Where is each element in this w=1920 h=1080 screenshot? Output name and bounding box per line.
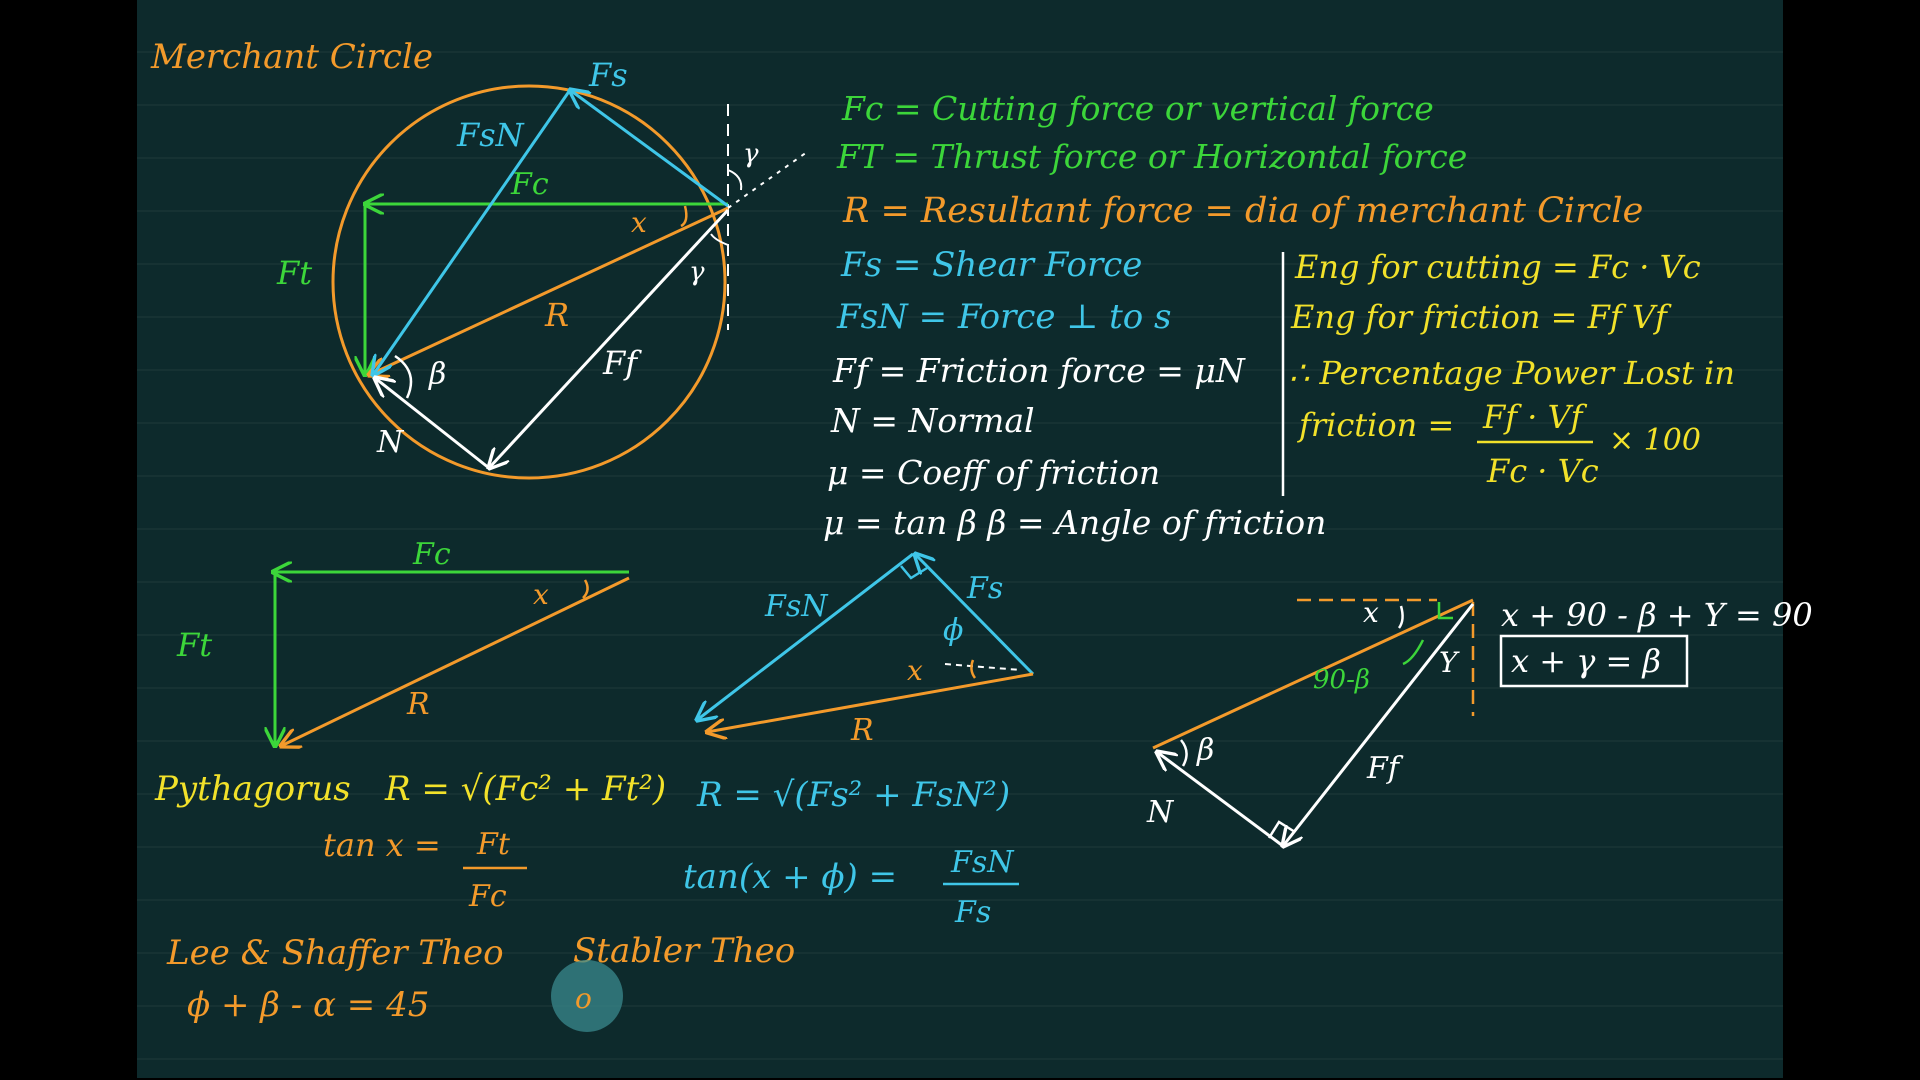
tri2-right-angle xyxy=(900,565,928,580)
tri2-fsn xyxy=(697,552,914,720)
cursor-mark: o xyxy=(575,982,592,1015)
theories: Lee & Shaffer Theo ϕ + β - α = 45 Stable… xyxy=(166,931,795,1025)
gamma-arc-top xyxy=(727,169,743,191)
def-ft: FT = Thrust force or Horizontal force xyxy=(836,137,1467,176)
tri2-tan-lhs: tan(x + ϕ) = xyxy=(683,857,897,897)
tri3-ninety-beta-arc xyxy=(1402,639,1425,666)
pen-cursor: o xyxy=(551,960,623,1032)
energy-block: Eng for cutting = Fc · Vc Eng for fricti… xyxy=(1281,248,1735,496)
r-vector xyxy=(369,206,729,375)
energy-times: × 100 xyxy=(1609,423,1701,458)
tri3-ff xyxy=(1283,603,1475,846)
energy-percent: ∴ Percentage Power Lost in xyxy=(1289,354,1735,392)
tri2-tan-num: FsN xyxy=(950,845,1015,880)
tri1-alpha-arc xyxy=(582,579,589,599)
label-gamma-top: γ xyxy=(743,139,759,169)
def-n: N = Normal xyxy=(830,401,1035,440)
tri1-label-r: R xyxy=(406,687,430,722)
force-triangle-2: FsN Fs ϕ x R R = √(Fs² + FsN²) tan(x + ϕ… xyxy=(683,552,1035,930)
fs-vector xyxy=(570,90,729,208)
ff-vector xyxy=(489,208,730,468)
energy-cutting: Eng for cutting = Fc · Vc xyxy=(1294,248,1701,286)
diagram-canvas: Merchant Circle Fs FsN Fc Ft R Ff N β x … xyxy=(150,37,1813,1032)
tri3-eq1: x + 90 - β + Y = 90 xyxy=(1501,596,1813,634)
label-beta: β xyxy=(428,357,446,392)
tri2-label-fsn: FsN xyxy=(764,589,829,624)
beta-arc xyxy=(394,354,413,399)
tri1-label-ft: Ft xyxy=(176,626,212,664)
def-fs: Fs = Shear Force xyxy=(840,245,1142,285)
tri3-eq2-box xyxy=(1499,634,1689,688)
tri2-fs xyxy=(915,554,1035,676)
chalkboard: Merchant Circle Fs FsN Fc Ft R Ff N β x … xyxy=(137,0,1813,1078)
energy-denominator: Fc · Vc xyxy=(1486,452,1599,490)
lee-shaffer-theory: Lee & Shaffer Theo xyxy=(166,933,504,973)
tri3-label-gamma: Y xyxy=(1439,646,1460,679)
tri2-r xyxy=(707,672,1034,732)
def-r: R = Resultant force = dia of merchant Ci… xyxy=(842,191,1643,231)
tri2-label-fs: Fs xyxy=(966,571,1003,606)
tri3-n xyxy=(1157,752,1284,848)
cursor-highlight xyxy=(551,960,623,1032)
label-n: N xyxy=(376,425,405,460)
tri1-label-fc: Fc xyxy=(412,537,451,572)
label-fs: Fs xyxy=(588,56,628,94)
merchant-circle-title: Merchant Circle xyxy=(150,37,433,77)
tri3-label-ff: Ff xyxy=(1366,751,1404,786)
gamma-arc-bottom xyxy=(710,233,729,246)
tri3-alpha-arc xyxy=(1397,605,1404,629)
tri1-pythagoras-label: Pythagorus xyxy=(154,769,351,809)
tri2-alpha-arc xyxy=(970,659,977,679)
tri2-label-alpha: x xyxy=(907,654,923,687)
tri2-tan-den: Fs xyxy=(954,895,991,930)
tri3-right-angle-bottom xyxy=(1267,820,1296,839)
lee-shaffer-equation: ϕ + β - α = 45 xyxy=(187,985,429,1025)
merchant-circle xyxy=(331,84,727,480)
tri1-tan-den: Fc xyxy=(468,879,507,914)
energy-friction-label: friction = xyxy=(1297,406,1454,444)
tri2-formula: R = √(Fs² + FsN²) xyxy=(696,775,1010,815)
label-ff: Ff xyxy=(602,344,642,382)
def-fsn: FsN = Force ⊥ to s xyxy=(836,297,1172,337)
label-gamma-bottom: γ xyxy=(689,257,705,287)
def-fc: Fc = Cutting force or vertical force xyxy=(841,89,1434,128)
label-fc: Fc xyxy=(510,167,549,202)
tri2-dashed xyxy=(944,663,1022,671)
tri3-label-alpha: x xyxy=(1363,596,1379,629)
label-alpha: x xyxy=(631,206,647,239)
n-vector xyxy=(375,378,490,470)
tri1-label-alpha: x xyxy=(533,578,549,611)
tool-face-line xyxy=(727,151,808,209)
tri3-eq2: x + γ = β xyxy=(1511,642,1661,680)
tri3-r xyxy=(1152,598,1474,750)
merchant-circle-diagram: Fs FsN Fc Ft R Ff N β x γ γ xyxy=(276,56,808,480)
label-ft: Ft xyxy=(276,254,312,292)
tri3-label-beta: β xyxy=(1196,733,1214,768)
label-fsn: FsN xyxy=(456,116,525,154)
tri1-r xyxy=(281,576,630,746)
tri1-tan-lhs: tan x = xyxy=(323,826,441,864)
tri3-right-angle-top xyxy=(1437,602,1453,620)
def-ff: Ff = Friction force = μN xyxy=(832,351,1246,390)
definitions-list: Fc = Cutting force or vertical force FT … xyxy=(823,89,1643,542)
angle-triangle-3: x Y 90-β β N Ff x + 90 - β + Y = 90 x + … xyxy=(1146,596,1813,846)
tri2-label-r: R xyxy=(850,713,874,748)
tri3-beta-arc xyxy=(1180,739,1188,767)
energy-numerator: Ff · Vf xyxy=(1482,398,1588,436)
tri3-label-n: N xyxy=(1146,795,1175,830)
def-mu: μ = Coeff of friction xyxy=(827,453,1160,492)
tri3-label-ninety-beta: 90-β xyxy=(1313,665,1370,695)
stabler-theory: Stabler Theo xyxy=(573,931,795,971)
tri1-tan-num: Ft xyxy=(476,827,511,862)
tri1-pythagoras: R = √(Fc² + Ft²) xyxy=(384,769,666,809)
fsn-vector xyxy=(373,89,572,375)
energy-friction: Eng for friction = Ff Vf xyxy=(1290,298,1672,336)
tri2-label-phi: ϕ xyxy=(943,613,963,648)
force-triangle-1: Fc Ft R x Pythagorus R = √(Fc² + Ft²) ta… xyxy=(154,537,666,914)
label-r: R xyxy=(544,296,569,334)
def-mu-tan: μ = tan β β = Angle of friction xyxy=(823,503,1326,542)
alpha-arc xyxy=(680,205,688,228)
